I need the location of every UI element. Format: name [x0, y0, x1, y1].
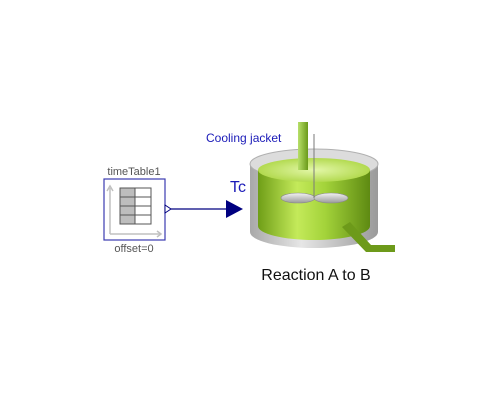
reactor-outlet-pipe — [342, 222, 395, 252]
time-table-name: timeTable1 — [107, 166, 160, 178]
reactor-vessel[interactable] — [249, 122, 395, 252]
cooling-jacket-label: Cooling jacket — [206, 131, 282, 145]
time-table-output-port[interactable] — [164, 204, 172, 214]
time-table-parameter: offset=0 — [114, 243, 153, 255]
time-table-axes-icon — [106, 184, 163, 238]
tc-port-label: Tc — [230, 179, 246, 196]
reactor-title: Reaction A to B — [261, 267, 370, 284]
reactor-inner-body — [258, 170, 370, 240]
tc-input-port[interactable] — [226, 200, 243, 218]
table-grid-icon — [119, 187, 152, 225]
time-table-block[interactable]: timeTable1 offset=0 — [103, 166, 172, 255]
cooling-jacket-inlet-pipe — [298, 122, 308, 170]
stirrer-icon — [280, 192, 349, 204]
